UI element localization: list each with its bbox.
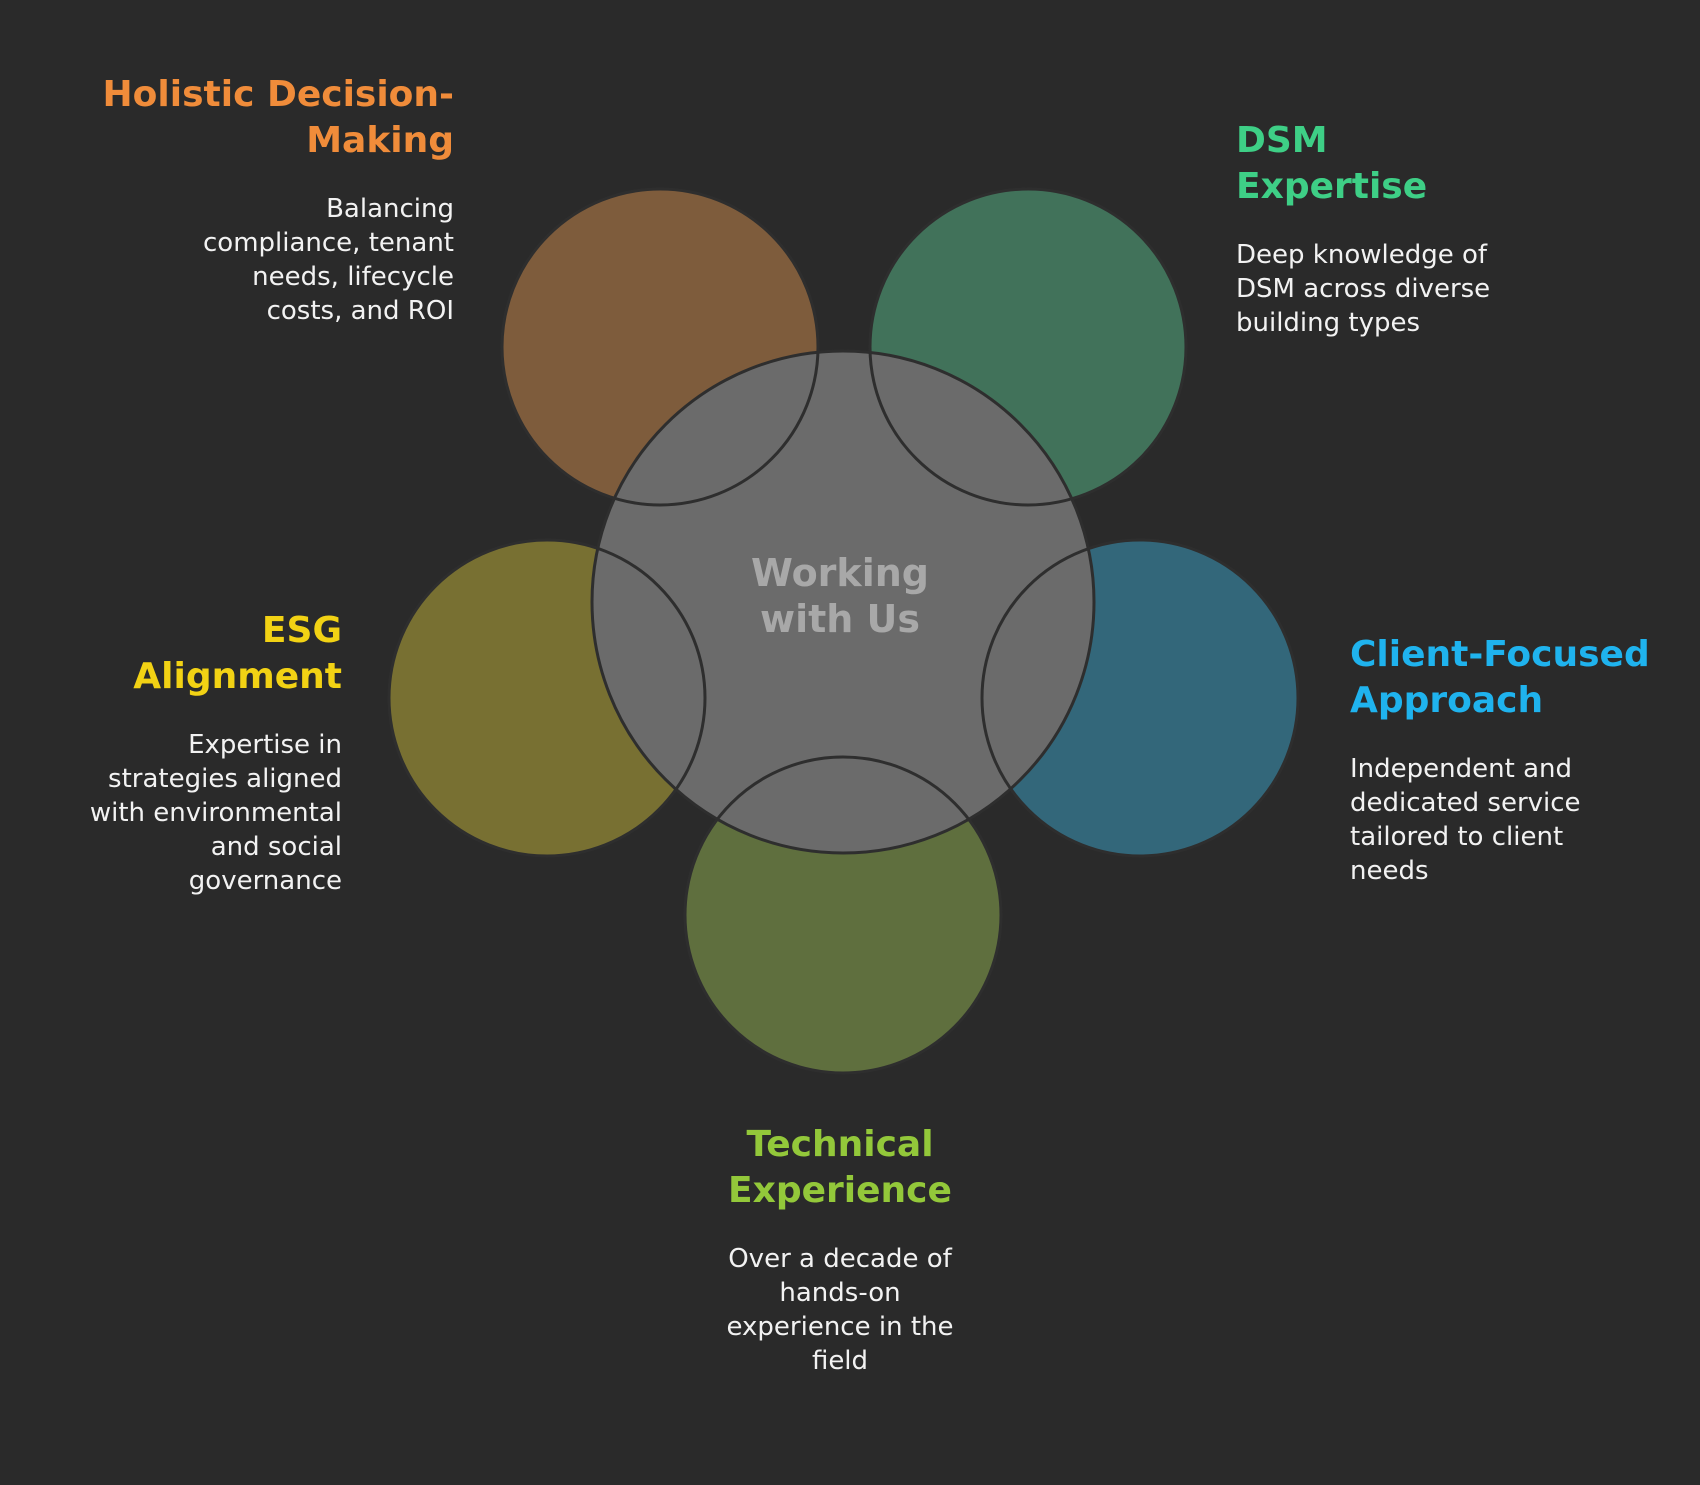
petal-technical-outline [683,755,1003,1075]
petal-esg-outline [387,538,707,858]
client-focused-approach-title: Client-Focused Approach [1350,634,1650,721]
client-focused-approach-block: Client-Focused Approach Independent and … [1350,632,1690,888]
dsm-expertise-title: DSM Expertise [1236,120,1428,207]
center-label: Working with Us [751,551,929,641]
esg-alignment-block: ESG Alignment Expertise in strategies al… [0,608,342,898]
technical-experience-block: Technical Experience Over a decade of ha… [640,1122,1040,1378]
holistic-decision-making-description: Balancing compliance, tenant needs, life… [203,194,454,326]
client-focused-approach-description: Independent and dedicated service tailor… [1350,754,1581,886]
petal-holistic-outline [500,187,820,507]
petal-client-outline [980,538,1300,858]
center-circle [590,349,1096,855]
holistic-decision-making-title: Holistic Decision- Making [102,74,454,161]
esg-alignment-description: Expertise in strategies aligned with env… [89,730,342,896]
esg-alignment-title: ESG Alignment [133,610,342,697]
technical-experience-description: Over a decade of hands-on experience in … [726,1244,954,1376]
petal-dsm-outline [868,187,1188,507]
dsm-expertise-description: Deep knowledge of DSM across diverse bui… [1236,240,1491,338]
holistic-decision-making-block: Holistic Decision- Making Balancing comp… [34,72,454,328]
dsm-expertise-block: DSM Expertise Deep knowledge of DSM acro… [1236,118,1556,340]
technical-experience-title: Technical Experience [728,1124,952,1211]
